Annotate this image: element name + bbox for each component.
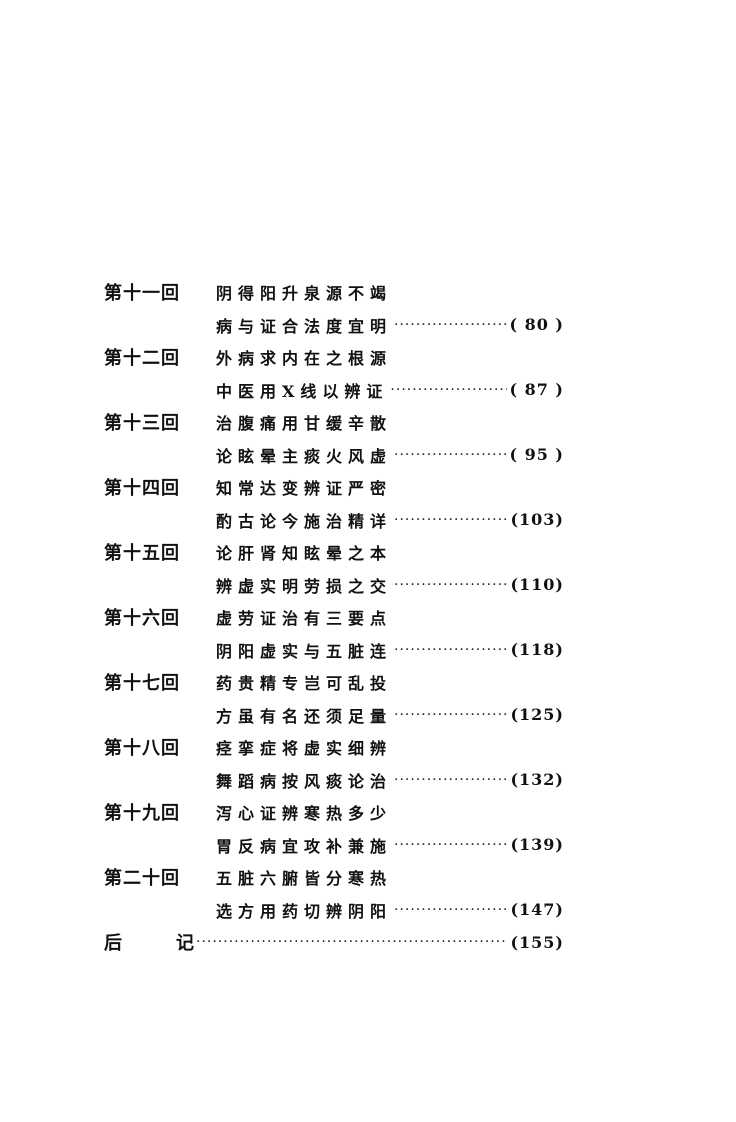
chapter-title-line2: 舞蹈病按风痰论治 [216,771,393,791]
leader-dots: ········································… [394,836,509,853]
chapter-title-line2: 方虽有名还须足量 [216,706,393,726]
chapter-title-line1: 药贵精专岂可乱投 [216,674,393,694]
leader-dots: ········································… [394,511,509,528]
page-number: (147) [510,900,564,920]
leader-dots: ········································… [394,316,508,333]
leader-dots: ········································… [394,706,509,723]
toc-entry: 第二十回 五脏六腑皆分寒热 选方用药切辨阴阳···················… [104,861,564,926]
page-number: (125) [510,705,564,725]
chapter-title-line2: 辨虚实明劳损之交 [216,576,393,596]
chapter-number: 第十八回 [104,738,180,760]
leader-dots: ········································… [394,446,508,463]
chapter-title-line2: 选方用药切辨阴阳 [216,901,393,921]
chapter-title-line1: 治腹痛用甘缓辛散 [216,414,393,434]
leader-dots: ········································… [390,381,507,398]
toc-entry: 第十三回 治腹痛用甘缓辛散 论眩晕主痰火风虚···················… [104,406,564,471]
afterword-label-a: 后 [104,933,122,955]
chapter-number: 第十二回 [104,348,180,370]
chapter-number: 第二十回 [104,868,180,890]
chapter-number: 第十五回 [104,543,180,565]
leader-dots: ········································… [196,934,509,951]
chapter-number: 第十三回 [104,413,180,435]
page-number: (110) [510,575,564,595]
page-number: (132) [510,770,564,790]
chapter-title-line2: 论眩晕主痰火风虚 [216,446,393,466]
chapter-title-line1: 知常达变辨证严密 [216,479,393,499]
chapter-title-line1: 外病求内在之根源 [216,349,393,369]
afterword-label-b: 记 [176,933,194,955]
page-number: (155) [510,932,564,952]
page-number: (103) [510,510,564,530]
chapter-title-line1: 论肝肾知眩晕之本 [216,544,393,564]
page-number: (139) [510,835,564,855]
toc-entry: 第十七回 药贵精专岂可乱投 方虽有名还须足量···················… [104,666,564,731]
chapter-title-line2: 阴阳虚实与五脏连 [216,641,393,661]
chapter-number: 第十九回 [104,803,180,825]
chapter-title-line2: 中医用X线以辨证 [216,381,389,401]
chapter-title-line2: 胃反病宜攻补兼施 [216,836,393,856]
toc-entry: 第十四回 知常达变辨证严密 酌古论今施治精详···················… [104,471,564,536]
leader-dots: ········································… [394,641,509,658]
leader-dots: ········································… [394,576,509,593]
toc-entry-afterword: 后记······································… [104,926,564,959]
chapter-title-line1: 五脏六腑皆分寒热 [216,869,393,889]
page-number: (118) [510,640,564,660]
chapter-title-line2: 酌古论今施治精详 [216,511,393,531]
chapter-title-line1: 虚劳证治有三要点 [216,609,393,629]
table-of-contents: 第十一回阴得阳升泉源不竭 病与证合法度宜明···················… [104,276,564,959]
chapter-number: 第十四回 [104,478,180,500]
toc-entry: 第十五回 论肝肾知眩晕之本 辨虚实明劳损之交···················… [104,536,564,601]
toc-entry: 第十八回 痉挛症将虚实细辨 舞蹈病按风痰论治···················… [104,731,564,796]
page-number: ( 95 ) [509,445,564,465]
toc-entry: 第十九回 泻心证辨寒热多少 胃反病宜攻补兼施···················… [104,796,564,861]
page-number: ( 87 ) [509,380,564,400]
chapter-title-line2: 病与证合法度宜明 [216,316,393,336]
chapter-title-line1: 阴得阳升泉源不竭 [216,284,393,304]
chapter-number: 第十一回 [104,283,180,305]
chapter-number: 第十六回 [104,608,180,630]
chapter-title-line1: 痉挛症将虚实细辨 [216,739,393,759]
leader-dots: ········································… [394,901,509,918]
chapter-number: 第十七回 [104,673,180,695]
toc-entry: 第十二回 外病求内在之根源 中医用X线以辨证···················… [104,341,564,406]
chapter-title-line1: 泻心证辨寒热多少 [216,804,393,824]
toc-entry: 第十一回 阴得阳升泉源不竭 病与证合法度宜明···················… [104,276,564,341]
toc-entry: 第十六回 虚劳证治有三要点 阴阳虚实与五脏连···················… [104,601,564,666]
afterword-label: 后记 [104,929,194,955]
page-number: ( 80 ) [509,315,564,335]
leader-dots: ········································… [394,771,509,788]
